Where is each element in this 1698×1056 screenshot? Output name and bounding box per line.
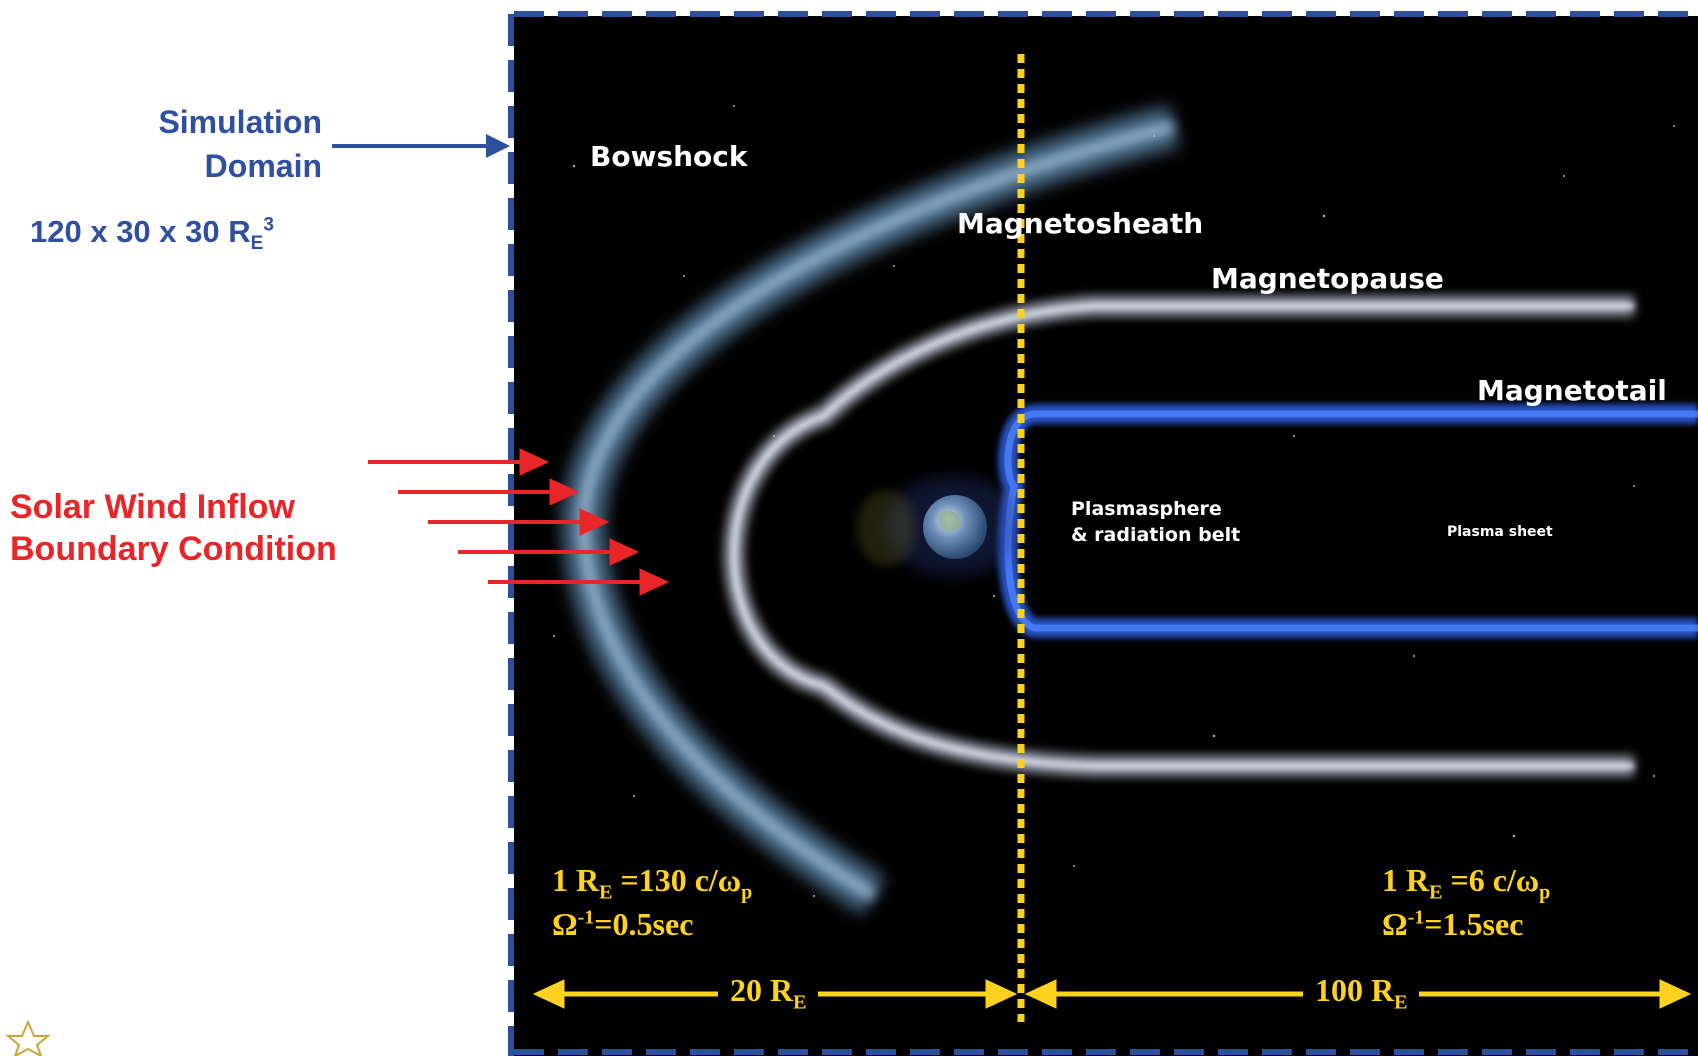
plasmasphere-line1: Plasmasphere <box>1071 498 1222 520</box>
bowshock-label: Bowshock <box>590 140 748 173</box>
left-omega-sup: -1 <box>577 906 595 929</box>
magnetosphere-illustration <box>553 104 1698 987</box>
star-logo <box>5 1019 51 1056</box>
left-scale-sub: E <box>793 991 807 1014</box>
left-omega-value: =0.5sec <box>594 906 694 942</box>
right-re-value-sub: p <box>1539 881 1551 904</box>
simulation-domain-label: Simulation Domain <box>90 100 322 188</box>
left-scale-label: 20 RE <box>718 972 819 1015</box>
size-subscript: E <box>250 233 264 255</box>
magnetosheath-label: Magnetosheath <box>957 207 1204 240</box>
simulation-domain-size: 120 x 30 x 30 RE3 <box>30 214 274 255</box>
magnetopause-label: Magnetopause <box>1211 262 1444 295</box>
right-omega-param: Ω-1=1.5sec <box>1382 906 1523 943</box>
right-scale-sub: E <box>1394 991 1408 1014</box>
right-re-value: =6 c/ω <box>1442 862 1540 898</box>
right-re-param: 1 RE =6 c/ωp <box>1382 862 1550 904</box>
right-omega-prefix: Ω <box>1382 906 1408 942</box>
left-scale-value: 20 R <box>730 972 794 1008</box>
simulation-domain-arrow <box>332 134 510 158</box>
right-scale-label: 100 RE <box>1303 972 1420 1015</box>
left-omega-param: Ω-1=0.5sec <box>552 906 693 943</box>
simulation-label-line2: Domain <box>204 148 322 184</box>
size-prefix: 120 x 30 x 30 R <box>30 214 251 249</box>
right-re-prefix: 1 R <box>1382 862 1430 898</box>
solar-wind-line1: Solar Wind Inflow <box>10 488 295 526</box>
left-re-value-sub: p <box>741 881 753 904</box>
simulation-label-line1: Simulation <box>158 104 322 140</box>
left-omega-prefix: Ω <box>552 906 578 942</box>
left-re-sub: E <box>599 881 613 904</box>
right-omega-value: =1.5sec <box>1424 906 1524 942</box>
magnetotail-label: Magnetotail <box>1477 374 1667 407</box>
solar-wind-line2: Boundary Condition <box>10 530 337 568</box>
plasma-sheet-label: Plasma sheet <box>1447 524 1553 540</box>
plasmasphere-label: Plasmasphere & radiation belt <box>1071 496 1240 548</box>
plasmasphere-line2: & radiation belt <box>1071 524 1241 546</box>
solar-wind-arrows <box>368 448 670 596</box>
left-re-value: =130 c/ω <box>612 862 742 898</box>
solar-wind-label: Solar Wind Inflow Boundary Condition <box>10 486 337 570</box>
right-scale-value: 100 R <box>1315 972 1395 1008</box>
size-superscript: 3 <box>263 214 274 236</box>
right-omega-sup: -1 <box>1407 906 1425 929</box>
scale-arrows <box>532 979 1692 1009</box>
left-re-prefix: 1 R <box>552 862 600 898</box>
left-re-param: 1 RE =130 c/ωp <box>552 862 752 904</box>
space-panel <box>514 16 1698 1056</box>
right-re-sub: E <box>1429 881 1443 904</box>
